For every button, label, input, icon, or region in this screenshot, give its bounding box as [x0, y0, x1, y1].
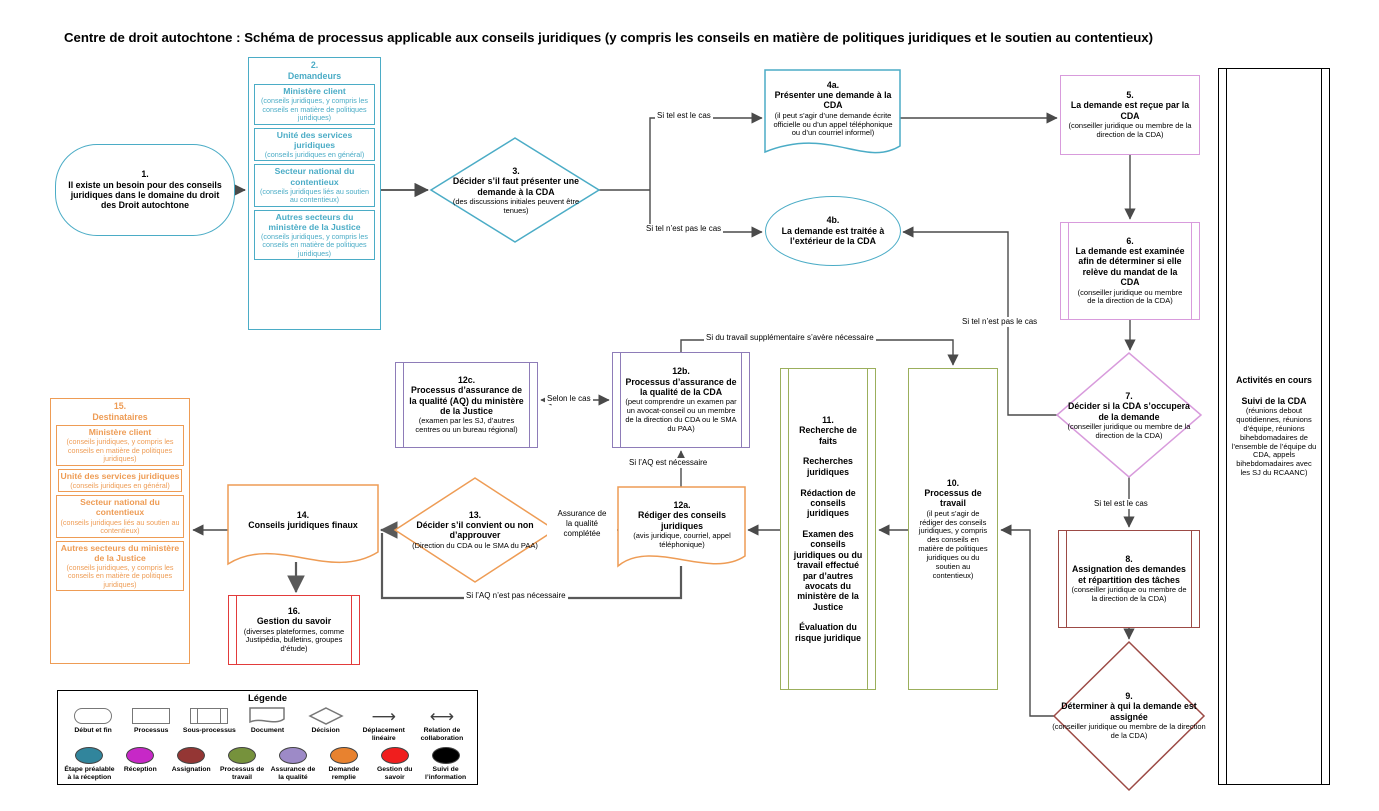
- double-arrow-icon: ⟷: [429, 706, 455, 726]
- edge-label-aq-completee: Assurance de la qualité complétée: [547, 509, 617, 539]
- node-10-process: 10. Processus de travail (il peut s’agir…: [908, 368, 998, 690]
- legend-color-assignation: Assignation: [166, 745, 217, 774]
- legend-shape-debut-et-fin: Début et fin: [64, 706, 122, 735]
- terminator-shape-icon: [74, 708, 113, 724]
- node-16-subprocess: 16. Gestion du savoir (diverses platefor…: [228, 595, 360, 665]
- node-2-item-4: Autres secteurs du ministère de la Justi…: [254, 209, 375, 261]
- node-15-item-3: Secteur national du contentieux (conseil…: [56, 495, 184, 538]
- decision-shape-icon: [307, 707, 344, 725]
- legend-colors-row: Étape préalable à la réception Réception…: [58, 743, 477, 782]
- purple-dot-icon: [278, 746, 307, 764]
- legend-color-processus-travail: Processus de travail: [217, 745, 268, 782]
- node-15-item-2: Unité des services juridiques (conseils …: [57, 468, 183, 493]
- process-shape-icon: [132, 708, 171, 724]
- node-12b-subprocess: 12b. Processus d’assurance de la qualité…: [612, 352, 750, 448]
- node-13-decision: 13. Décider s’il convient ou non d’appro…: [412, 509, 538, 550]
- legend-title: Légende: [247, 693, 288, 704]
- legend-shape-relation-collaboration: ⟷ Relation de collaboration: [420, 706, 464, 743]
- legend-color-demande-remplie: Demande remplie: [318, 745, 369, 782]
- node-1-text: 1. Il existe un besoin pour des conseils…: [68, 169, 222, 211]
- orange-dot-icon: [329, 746, 358, 764]
- magenta-dot-icon: [126, 746, 155, 764]
- edge-label-selon-le-cas: Selon le cas: [545, 394, 593, 404]
- legend-color-suivi-information: Suivi de l’information: [420, 745, 471, 782]
- node-4a-document: 4a. Présenter une demande à la CDA (il p…: [773, 79, 893, 138]
- node-2-item-2: Unité des services juridiques (conseils …: [254, 127, 375, 162]
- node-3-decision: 3. Décider s’il faut présenter une deman…: [452, 166, 580, 216]
- legend-shape-processus: Processus: [122, 706, 180, 735]
- node-12a-document: 12a. Rédiger des conseils juridiques (av…: [633, 500, 731, 550]
- node-5-process: 5. La demande est reçue par la CDA (cons…: [1060, 75, 1200, 155]
- node-7-decision: 7. Décider si la CDA s’occupera de la de…: [1067, 391, 1191, 441]
- legend-shape-deplacement-lineaire: ⟶ Déplacement linéaire: [362, 706, 405, 743]
- edge-3-4a: [649, 112, 763, 190]
- edge-label-si-tel-nest-pas-le-cas-7: Si tel n’est pas le cas: [960, 317, 1040, 327]
- ongoing-activities-panel: Activités en cours Suivi de la CDA (réun…: [1218, 68, 1330, 785]
- edge-label-si-tel-est-le-cas-top: Si tel est le cas: [655, 111, 713, 121]
- node-2-item-3: Secteur national du contentieux (conseil…: [254, 164, 375, 207]
- node-9-decision: 9. Déterminer à qui la demande est assig…: [1052, 691, 1206, 741]
- node-14-document: 14. Conseils juridiques finaux: [248, 509, 358, 530]
- node-4b-terminator: 4b. La demande est traitée à l’extérieur…: [765, 196, 901, 266]
- edge-9-10: [1000, 524, 1054, 717]
- node-2-title: 2. Demandeurs: [287, 60, 342, 81]
- legend-shape-document: Document: [238, 706, 296, 735]
- node-15-item-1: Ministère client (conseils juridiques, y…: [56, 425, 184, 466]
- legend-shapes-row: Début et fin Processus Sous-processus Do…: [58, 704, 477, 743]
- node-2-demandeurs: 2. Demandeurs Ministère client (conseils…: [248, 57, 381, 330]
- node-6-subprocess: 6. La demande est examinée afin de déter…: [1060, 222, 1200, 320]
- node-8-subprocess: 8. Assignation des demandes et répartiti…: [1058, 530, 1200, 628]
- edge-label-si-tel-est-le-cas-7: Si tel est le cas: [1092, 499, 1150, 509]
- node-15-item-4: Autres secteurs du ministère de la Justi…: [56, 540, 184, 592]
- legend-color-gestion-savoir: Gestion du savoir: [369, 745, 420, 782]
- document-shape-icon: [249, 707, 286, 724]
- node-15-title: 15. Destinataires: [92, 401, 148, 422]
- legend-color-reception: Réception: [115, 745, 166, 774]
- edge-label-si-tel-nest-pas-le-cas-top: Si tel n’est pas le cas: [644, 224, 724, 234]
- node-1-start: 1. Il existe un besoin pour des conseils…: [55, 144, 235, 236]
- subprocess-shape-icon: [190, 708, 229, 724]
- red-dot-icon: [380, 746, 409, 764]
- legend-color-assurance-qualite: Assurance de la qualité: [268, 745, 319, 782]
- olive-dot-icon: [228, 746, 257, 764]
- teal-dot-icon: [75, 746, 104, 764]
- node-12c-subprocess: 12c. Processus d’assurance de la qualité…: [395, 362, 538, 448]
- edge-label-travail-supplementaire: Si du travail supplémentaire s’avère néc…: [704, 333, 876, 343]
- legend-color-etape-prealable: Étape préalable à la réception: [64, 745, 115, 782]
- node-11-subprocess: 11. Recherche de faits Recherches juridi…: [780, 368, 876, 690]
- node-2-item-1: Ministère client (conseils juridiques, y…: [254, 84, 375, 125]
- legend-shape-sous-processus: Sous-processus: [180, 706, 238, 735]
- brick-dot-icon: [177, 746, 206, 764]
- edge-label-aq-necessaire: Si l’AQ est nécessaire: [627, 458, 710, 468]
- legend-shape-decision: Décision: [297, 706, 355, 735]
- legend: Légende Début et fin Processus Sous-proc…: [57, 690, 478, 785]
- node-15-destinataires: 15. Destinataires Ministère client (cons…: [50, 398, 190, 664]
- edge-label-aq-pas-necessaire: Si l’AQ n’est pas nécessaire: [464, 591, 568, 601]
- right-arrow-icon: ⟶: [371, 706, 396, 726]
- diagram-title: Centre de droit autochtone : Schéma de p…: [64, 30, 1153, 45]
- black-dot-icon: [431, 746, 460, 764]
